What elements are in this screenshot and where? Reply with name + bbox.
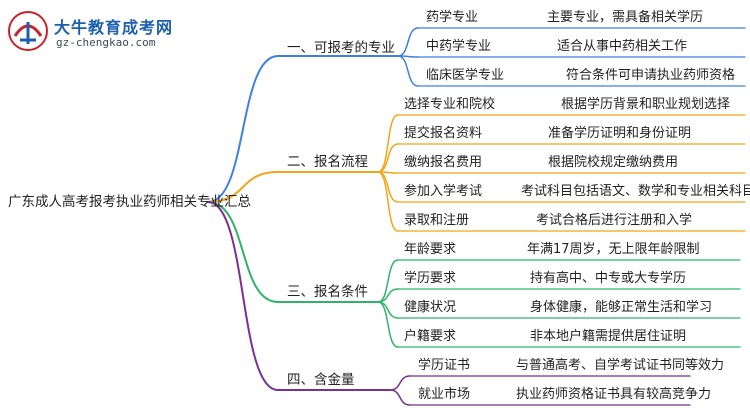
logo-mark-icon — [8, 11, 48, 51]
branch-item-name: 参加入学考试 — [404, 184, 483, 199]
branch-item-name: 户籍要求 — [404, 329, 457, 344]
branch-item-name: 健康状况 — [404, 300, 457, 315]
branch-item-connector — [397, 55, 419, 87]
branch-item-connector — [377, 143, 399, 173]
branch-item-name: 药学专业 — [426, 10, 479, 25]
branch-item-name: 年龄要求 — [404, 242, 457, 257]
branch-item-connector — [377, 259, 399, 303]
branch-item-desc: 执业药师资格证书具有较高竞争力 — [516, 387, 712, 402]
branch-item-name: 临床医学专业 — [426, 68, 505, 83]
branch-item-desc: 根据学历背景和职业规划选择 — [561, 97, 731, 112]
branch-item-connector — [397, 27, 419, 57]
branch-item-desc: 根据院校规定缴纳费用 — [548, 155, 679, 170]
branch-item-connector — [377, 171, 399, 232]
branch-item-name: 提交报名资料 — [404, 126, 483, 141]
branch-label: 二、报名流程 — [287, 154, 368, 170]
branch-item-desc: 与普通高考、自学考试证书同等效力 — [516, 358, 725, 373]
logo-url: gz-chengkao.com — [56, 36, 156, 49]
branch-item-connector — [377, 301, 399, 348]
root-branch-connector — [207, 55, 279, 203]
branch-item-desc: 符合条件可申请执业药师资格 — [566, 68, 736, 83]
branch-item-desc: 考试合格后进行注册和入学 — [536, 213, 693, 228]
branch-item-desc: 非本地户籍需提供居住证明 — [530, 329, 687, 344]
branch-label: 一、可报考的专业 — [287, 40, 395, 56]
branch-item-desc: 身体健康，能够正常生活和学习 — [530, 300, 713, 315]
logo-title: 大牛教育成考网 — [54, 18, 174, 37]
branch-item-name: 学历要求 — [404, 271, 457, 286]
branch-item-connector — [389, 375, 411, 391]
branch-item-name: 学历证书 — [418, 358, 471, 373]
branch-item-desc: 适合从事中药相关工作 — [557, 39, 688, 54]
branch-item-connector — [377, 114, 399, 173]
branch-item-name: 录取和注册 — [404, 213, 470, 228]
site-logo: 大牛教育成考网 gz-chengkao.com — [6, 8, 186, 54]
branch-item-name: 就业市场 — [418, 387, 471, 402]
root-branch-connector — [207, 171, 279, 203]
root-branch-connector — [207, 201, 279, 303]
branch-item-desc: 准备学历证明和身份证明 — [548, 126, 692, 141]
branch-item-desc: 年满17周岁，无上限年龄限制 — [527, 242, 700, 257]
branch-item-connector — [389, 389, 411, 406]
branch-label: 三、报名条件 — [287, 284, 368, 300]
branch-item-desc: 持有高中、中专或大专学历 — [530, 271, 687, 286]
branch-item-name: 缴纳报名费用 — [404, 155, 483, 170]
branch-item-name: 中药学专业 — [426, 39, 492, 54]
mindmap-root: 广东成人高考报考执业药师相关专业汇总 — [8, 194, 251, 210]
branch-item-connector — [377, 301, 399, 319]
root-branch-connector — [207, 201, 279, 391]
branch-item-desc: 主要专业，需具备相关学历 — [547, 10, 704, 25]
branch-item-desc: 考试科目包括语文、数学和专业相关科目 — [521, 184, 750, 199]
branch-item-name: 选择专业和院校 — [404, 97, 496, 112]
branch-label: 四、含金量 — [287, 372, 355, 388]
